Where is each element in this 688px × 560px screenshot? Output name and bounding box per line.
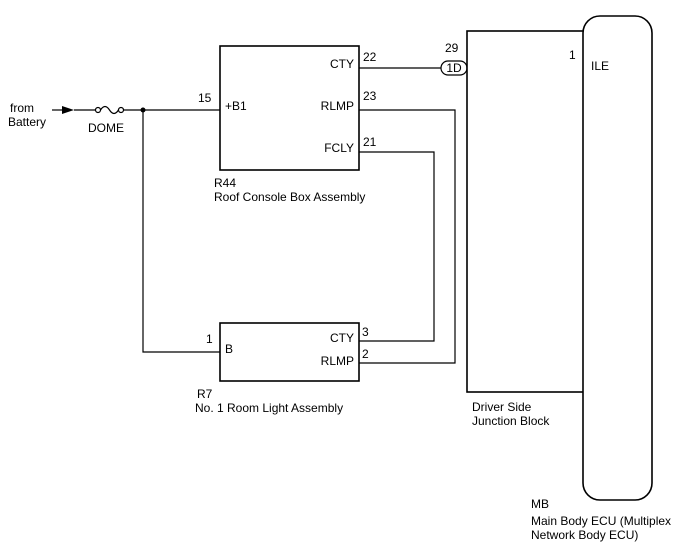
junction-block-label-line2: Junction Block (472, 414, 550, 428)
r44-pin-22-name: CTY (330, 57, 354, 71)
r7-pin-2-name: RLMP (321, 354, 354, 368)
wire-rlmp (359, 109, 456, 364)
r7-name: No. 1 Room Light Assembly (195, 401, 343, 415)
ecu-name-line2: Network Body ECU) (531, 528, 638, 542)
ecu-code: MB (531, 497, 549, 511)
r44-pin-15-name: +B1 (225, 99, 247, 113)
junction-block-component (466, 30, 588, 393)
source-label-line2: Battery (8, 115, 46, 129)
r44-pin-22-number: 22 (363, 50, 377, 64)
junction-block-label-line1: Driver Side (472, 400, 532, 414)
fuse-label: DOME (88, 121, 124, 135)
r7-pin-3-number: 3 (362, 325, 369, 339)
wire-fcly-cty (359, 151, 435, 342)
r7-component (219, 322, 360, 382)
r44-pin-23-number: 23 (363, 89, 377, 103)
ecu-name-line1: Main Body ECU (Multiplex (531, 514, 671, 528)
r7-pin-2-number: 2 (362, 347, 369, 361)
r44-code: R44 (214, 176, 236, 190)
r44-name: Roof Console Box Assembly (214, 190, 365, 204)
ecu-pin-name: ILE (591, 59, 609, 73)
r7-pin-1-number: 1 (206, 332, 213, 346)
r44-pin-21-number: 21 (363, 135, 377, 149)
ecu-pin-number: 1 (569, 48, 576, 62)
r44-pin-21-name: FCLY (324, 141, 354, 155)
fuse-icon (94, 105, 125, 115)
wire-branch-r7 (142, 110, 220, 353)
connector-1d-pin: 29 (445, 41, 459, 55)
r44-pin-15-number: 15 (198, 91, 212, 105)
source-label-line1: from (10, 101, 34, 115)
r7-code: R7 (197, 387, 213, 401)
connector-1d-code: 1D (446, 61, 462, 75)
r7-pin-1-name: B (225, 342, 233, 356)
r44-pin-23-name: RLMP (321, 99, 354, 113)
r7-pin-3-name: CTY (330, 331, 354, 345)
battery-arrow-icon (62, 106, 74, 114)
r44-component (219, 45, 360, 171)
main-body-ecu-component (582, 15, 653, 501)
